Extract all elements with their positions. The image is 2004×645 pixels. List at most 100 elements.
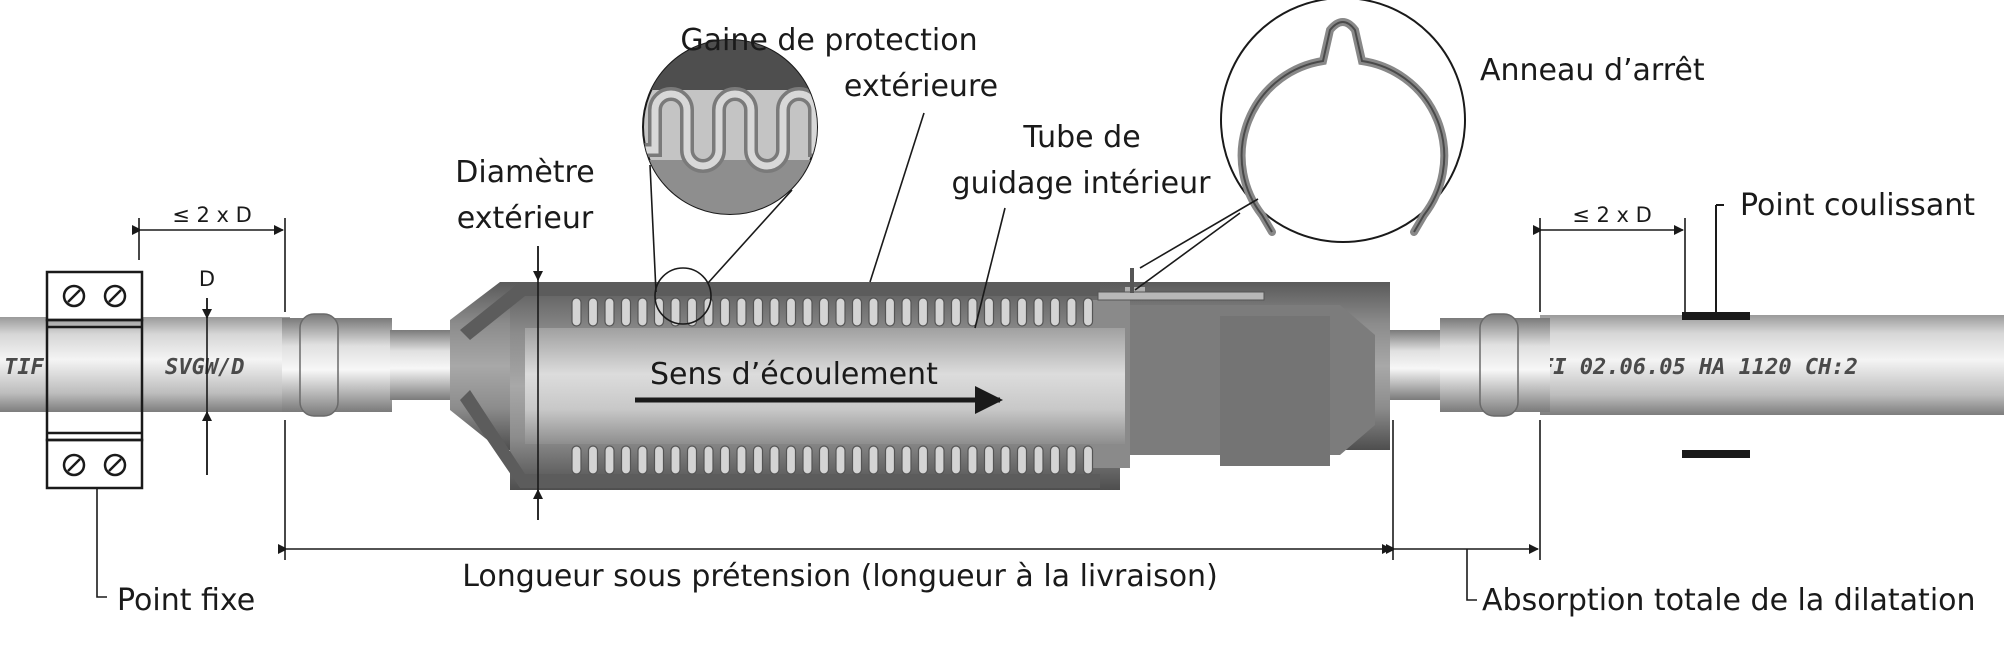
bellows-convolution <box>736 445 747 475</box>
sliding-point-label: Point coulissant <box>1740 188 1975 223</box>
bellows-convolution <box>1033 445 1044 475</box>
bellows-convolution <box>934 297 945 327</box>
bellows-convolution <box>653 445 665 475</box>
outer-sheath-label-line2: extérieure <box>844 69 998 104</box>
total-expansion-label: Absorption totale de la dilatation <box>1482 583 1976 618</box>
flow-arrow-head <box>975 386 1003 414</box>
bellows-convolution <box>967 297 978 327</box>
right-press-fitting <box>1390 313 1550 417</box>
outer-protective-sheath <box>460 282 1100 488</box>
zoom-connector-left <box>649 164 657 293</box>
inner-tube-label-line2: guidage intérieur <box>952 166 1212 201</box>
bellows-convolution <box>983 445 995 475</box>
pre-tension-length-dimension <box>278 420 1394 560</box>
bellows-convolution <box>917 445 929 475</box>
zoom-source-circle <box>654 267 712 325</box>
bellows-convolution <box>983 297 995 327</box>
left-press-fitting <box>282 313 450 417</box>
bellows-convolution <box>1049 445 1061 475</box>
bellows-convolution <box>785 445 797 475</box>
screw-icon <box>62 284 86 308</box>
bellows-convolution <box>950 445 962 475</box>
bellows-convolution <box>950 297 962 327</box>
bellows-convolution <box>835 445 846 475</box>
bellows-convolution <box>736 297 747 327</box>
bellows-top <box>571 297 1094 327</box>
bellows-convolution <box>769 297 780 327</box>
ring-clip-tab <box>1130 268 1134 293</box>
ring-connector-2 <box>1134 212 1241 291</box>
outer-diameter-label-line1: Diamètre <box>455 155 594 190</box>
bellows-convolution <box>587 445 599 475</box>
bellows-convolution <box>670 297 681 327</box>
sliding-point <box>1682 204 1750 458</box>
retaining-ring-label: Anneau d’arrêt <box>1480 53 1705 88</box>
bellows-convolution <box>901 297 912 327</box>
fixed-point-leader <box>96 488 107 598</box>
bellows-convolution <box>719 445 731 475</box>
retaining-ring-detail <box>1220 0 1466 243</box>
inner-guide-tube <box>525 328 1125 444</box>
left-pipe-marking: SVGW/D <box>165 355 244 380</box>
fixed-point-label: Point fixe <box>117 583 255 618</box>
bellows-convolution <box>571 297 582 327</box>
bellows-convolution <box>686 297 698 327</box>
bellows-convolution <box>934 445 945 475</box>
left-spacing-label: ≤ 2 x D <box>172 203 252 227</box>
inner-tube-leader <box>974 207 1006 329</box>
bellows-convolution <box>851 297 863 327</box>
bellows-convolution <box>802 445 813 475</box>
left-pipe: TIF SVGW/D <box>0 317 290 412</box>
bellows-convolution <box>571 445 582 475</box>
bellows-convolution <box>884 297 896 327</box>
pre-tension-length-label: Longueur sous prétension (longueur à la … <box>462 559 1218 594</box>
screw-icon <box>103 284 127 308</box>
pipe-diameter-label: D <box>199 267 215 291</box>
right-spacing-label: ≤ 2 x D <box>1572 203 1652 227</box>
bellows-convolution <box>1033 297 1044 327</box>
bellows-convolution <box>1082 445 1094 475</box>
bellows-convolution <box>637 297 648 327</box>
bellows-convolution <box>620 297 632 327</box>
bellows-convolution <box>703 297 714 327</box>
bellows-convolution <box>967 445 978 475</box>
bellows-convolution <box>785 297 797 327</box>
bellows-convolution <box>670 445 681 475</box>
bellows-bottom <box>571 445 1094 475</box>
fixed-point-clamp <box>45 270 144 490</box>
bellows-convolution <box>1000 445 1011 475</box>
bellows-convolution <box>868 297 879 327</box>
bellows-convolution <box>868 445 879 475</box>
bellows-convolution <box>802 297 813 327</box>
flow-direction-label: Sens d’écoulement <box>650 357 938 392</box>
bellows-convolution <box>1082 297 1094 327</box>
bellows-convolution <box>1016 297 1028 327</box>
zoom-connector-right <box>707 189 793 284</box>
bellows-convolution <box>752 445 764 475</box>
right-pipe-marking: FI 02.06.05 HA 1120 CH:2 <box>1540 355 1858 380</box>
bellows-convolution <box>851 445 863 475</box>
bellows-detail-zoom <box>642 39 818 215</box>
screw-icon <box>62 453 86 477</box>
bellows-convolution <box>901 445 912 475</box>
bellows-convolution <box>835 297 846 327</box>
bellows-convolution <box>587 297 599 327</box>
bellows-convolution <box>719 297 731 327</box>
bellows-convolution <box>620 445 632 475</box>
screw-icon <box>103 453 127 477</box>
bellows-convolution <box>703 445 714 475</box>
left-spacing-dimension <box>132 218 286 312</box>
bellows-convolution <box>1000 297 1011 327</box>
left-pipe-prefix: TIF <box>4 355 44 380</box>
bellows-convolution <box>818 445 830 475</box>
total-expansion-dimension <box>1386 420 1541 601</box>
bellows-convolution <box>686 445 698 475</box>
right-pipe: FI 02.06.05 HA 1120 CH:2 <box>1540 315 2004 415</box>
ring-clip-on-body <box>1097 291 1265 301</box>
bellows-convolution <box>1066 445 1077 475</box>
bellows-convolution <box>1066 297 1077 327</box>
bellows-convolution <box>1049 297 1061 327</box>
inner-tube-label-line1: Tube de <box>1022 120 1140 155</box>
bellows-convolution <box>917 297 929 327</box>
